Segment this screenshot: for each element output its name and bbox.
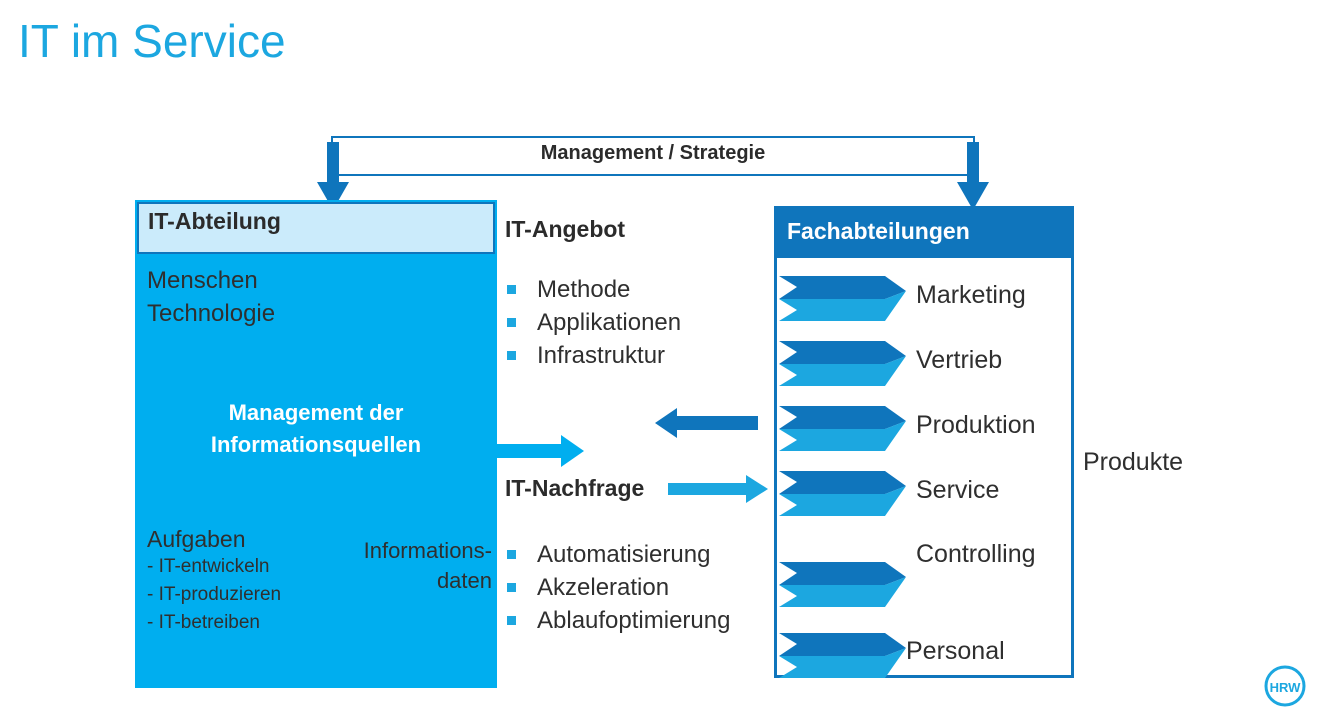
business-unit-marketing: Marketing <box>916 281 1026 309</box>
it-demand-title: IT-Nachfrage <box>505 475 645 501</box>
core-statement-line-1: Management der <box>228 400 404 425</box>
it-department-box <box>135 200 497 688</box>
list-item: Methode <box>507 273 681 306</box>
it-demand-item-label: Automatisierung <box>537 541 711 568</box>
arrow-down-right-icon <box>957 142 989 210</box>
it-department-resource-technologie: Technologie <box>147 300 276 327</box>
bullet-square-icon <box>507 318 516 327</box>
business-units-title: Fachabteilungen <box>787 218 970 244</box>
it-department-header <box>137 202 495 254</box>
it-offer-item-label: Infrastruktur <box>537 342 666 369</box>
it-department-resource-menschen: Menschen <box>147 267 258 294</box>
chevron-banner-icon <box>779 341 906 386</box>
bullet-square-icon <box>507 550 516 559</box>
information-data-label: Informations- daten <box>300 536 497 596</box>
bullet-square-icon <box>507 583 516 592</box>
business-unit-vertrieb: Vertrieb <box>916 346 1003 374</box>
chevron-banner-icon <box>779 633 906 678</box>
it-department-core-statement: Management der Informationsquellen <box>135 397 497 461</box>
business-unit-produktion: Produktion <box>916 411 1036 439</box>
arrow-right-offer-icon <box>477 435 584 467</box>
it-offer-title: IT-Angebot <box>505 216 626 242</box>
core-statement-line-2: Informationsquellen <box>210 432 422 457</box>
it-demand-list: Automatisierung Akzeleration Ablaufoptim… <box>507 538 730 637</box>
list-item: Ablaufoptimierung <box>507 604 730 637</box>
bullet-square-icon <box>507 351 516 360</box>
it-demand-item-label: Akzeleration <box>537 574 670 601</box>
bullet-square-icon <box>507 285 516 294</box>
hrw-logo-icon: HRW <box>1264 665 1306 707</box>
it-department-tasks-title: Aufgaben <box>147 526 246 552</box>
it-offer-item-label: Applikationen <box>537 309 682 336</box>
management-strategy-label: Management / Strategie <box>540 142 766 164</box>
information-data-line-2: daten <box>436 568 492 593</box>
list-item: Applikationen <box>507 306 681 339</box>
arrow-down-left-icon <box>317 142 349 210</box>
list-item: Akzeleration <box>507 571 730 604</box>
it-department-title: IT-Abteilung <box>148 208 281 234</box>
chevron-banner-icon <box>779 471 906 516</box>
it-offer-list: Methode Applikationen Infrastruktur <box>507 273 681 372</box>
business-unit-service: Service <box>916 476 1000 504</box>
bullet-square-icon <box>507 616 516 625</box>
information-data-line-1: Informations- <box>363 538 492 563</box>
arrow-left-feedback-icon <box>655 408 758 438</box>
chevron-banner-icon <box>779 562 906 607</box>
it-department-tasks-list: - IT-entwickeln - IT-produzieren - IT-be… <box>147 553 281 637</box>
list-item: Infrastruktur <box>507 339 681 372</box>
hrw-logo-text: HRW <box>1270 680 1302 695</box>
business-unit-personal: Personal <box>906 637 1005 665</box>
list-item: Automatisierung <box>507 538 730 571</box>
it-offer-item-label: Methode <box>537 276 631 303</box>
management-strategy-box <box>331 136 975 176</box>
task-item: - IT-betreiben <box>147 612 260 633</box>
page-title: IT im Service <box>18 15 286 67</box>
chevron-banner-icon <box>779 276 906 321</box>
it-demand-item-label: Ablaufoptimierung <box>537 607 731 634</box>
output-products-label: Produkte <box>1083 448 1184 476</box>
chevron-banner-icon <box>779 406 906 451</box>
task-item: - IT-entwickeln <box>147 556 270 577</box>
arrow-right-demand-icon <box>668 475 768 503</box>
business-unit-controlling: Controlling <box>916 540 1036 568</box>
task-item: - IT-produzieren <box>147 584 282 605</box>
business-units-header <box>774 206 1074 258</box>
